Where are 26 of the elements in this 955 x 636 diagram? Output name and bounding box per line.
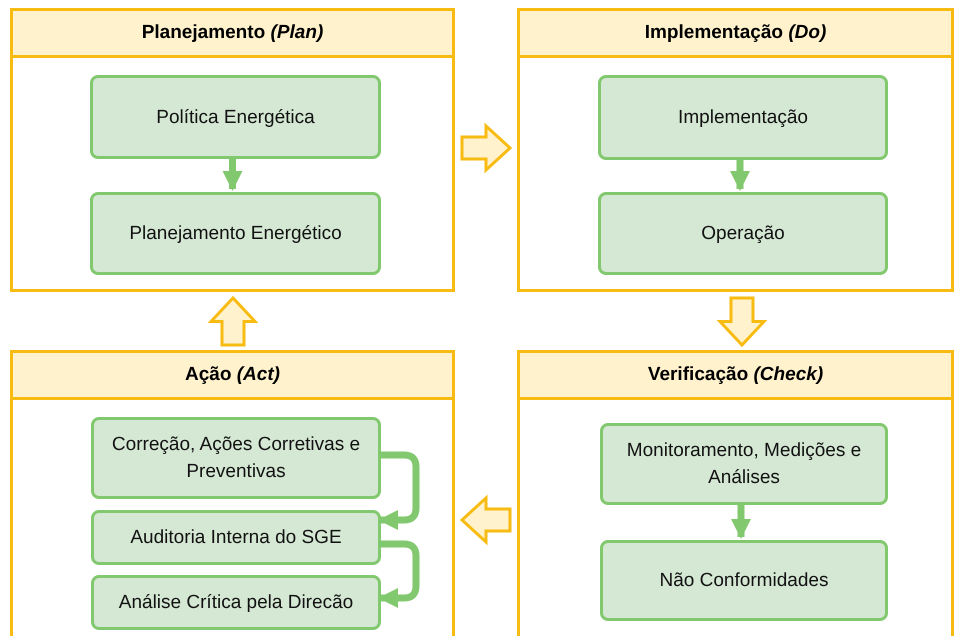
process-box: Monitoramento, Medições e Análises — [600, 423, 888, 505]
arrow — [378, 540, 420, 608]
block-arrow — [460, 494, 512, 546]
process-box: Implementação — [598, 75, 888, 160]
process-box: Planejamento Energético — [90, 192, 381, 275]
arrow — [222, 156, 242, 191]
arrow — [378, 452, 420, 530]
arrow — [730, 157, 750, 191]
process-box: Correção, Ações Corretivas e Preventivas — [91, 417, 381, 499]
block-arrow — [460, 122, 512, 174]
process-box: Operação — [598, 192, 888, 275]
phase-panel — [10, 8, 455, 292]
phase-panel — [517, 350, 954, 636]
process-box: Análise Crítica pela Direcão — [91, 575, 381, 630]
panel-header: Implementação (Do) — [520, 11, 951, 58]
block-arrow — [716, 296, 768, 348]
phase-panel — [517, 8, 954, 292]
panel-header: Ação (Act) — [13, 353, 452, 400]
arrow — [731, 502, 751, 539]
process-box: Política Energética — [90, 75, 381, 159]
block-arrow — [208, 296, 258, 346]
process-box: Auditoria Interna do SGE — [91, 510, 381, 565]
panel-header: Planejamento (Plan) — [13, 11, 452, 58]
process-box: Não Conformidades — [600, 540, 888, 621]
panel-header: Verificação (Check) — [520, 353, 951, 400]
phase-panel — [10, 350, 455, 636]
